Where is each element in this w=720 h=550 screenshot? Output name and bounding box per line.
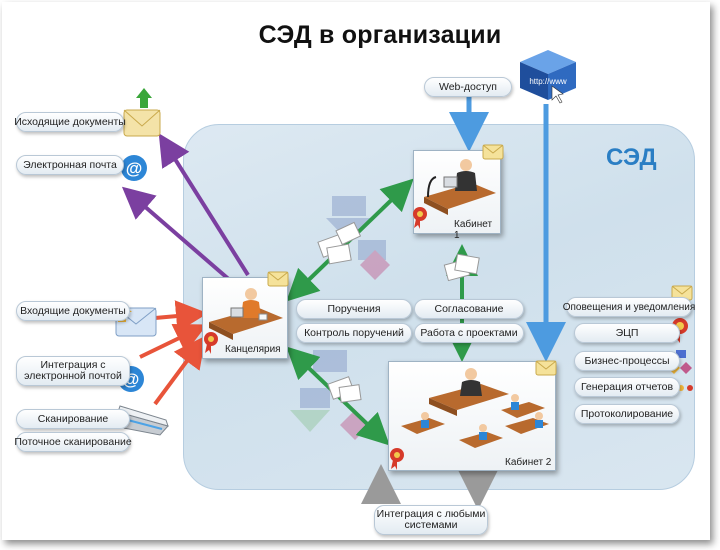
logging-label: Протоколирование <box>574 404 680 424</box>
arrow-from-incoming <box>154 300 208 333</box>
email-integration-label: Интеграция с электронной почтой <box>16 356 130 386</box>
cabinet1-label: Кабинет 1 <box>454 219 493 241</box>
email-at-icon: @ <box>121 155 147 181</box>
report-generation-label: Генерация отчетов <box>574 377 680 397</box>
chancellery-label: Канцелярия <box>225 344 281 355</box>
projects-label: Работа с проектами <box>414 323 524 343</box>
email-label: Электронная почта <box>16 155 124 175</box>
order-control-label: Контроль поручений <box>296 323 412 343</box>
manager-desk-illustration <box>424 159 496 215</box>
scanning-label: Сканирование <box>16 409 130 429</box>
document-stack-icon <box>443 253 480 282</box>
cabinet2-label: Кабинет 2 <box>505 457 552 468</box>
web-browser-cube-icon: http://www <box>520 50 576 104</box>
orders-label: Поручения <box>296 299 412 319</box>
eds-label: ЭЦП <box>574 323 680 343</box>
business-processes-label: Бизнес-процессы <box>574 351 680 371</box>
svg-text:@: @ <box>126 159 143 178</box>
arrow-to-outgoing <box>158 133 250 277</box>
team-desks-illustration <box>401 368 549 448</box>
outgoing-documents-label: Исходящие документы <box>14 112 126 132</box>
document-stack-icon <box>317 221 362 265</box>
diagram-title: СЭД в организации <box>258 21 502 49</box>
office-worker-illustration <box>209 288 283 340</box>
arrow-from-email-integration <box>139 324 208 359</box>
arrow-from-scanning <box>153 335 206 406</box>
cabinet1-node: Кабинет 1 <box>413 150 501 241</box>
stream-scanning-label: Поточное сканирование <box>14 432 132 452</box>
web-cube-text: http://www <box>529 77 567 86</box>
chancellery-node: Канцелярия <box>202 277 288 359</box>
arrow-to-email <box>121 186 234 284</box>
outgoing-envelope-icon <box>123 88 161 137</box>
cabinet2-node: Кабинет 2 <box>388 361 556 471</box>
approval-label: Согласование <box>414 299 524 319</box>
document-stack-icon <box>327 376 362 403</box>
web-access-label: Web-доступ <box>424 77 512 97</box>
sed-label: СЭД <box>606 144 657 171</box>
incoming-documents-label: Входящие документы <box>16 301 130 321</box>
integration-any-systems-label: Интеграция с любыми системами <box>374 505 488 535</box>
notifications-label: Оповещения и уведомления <box>563 297 695 317</box>
